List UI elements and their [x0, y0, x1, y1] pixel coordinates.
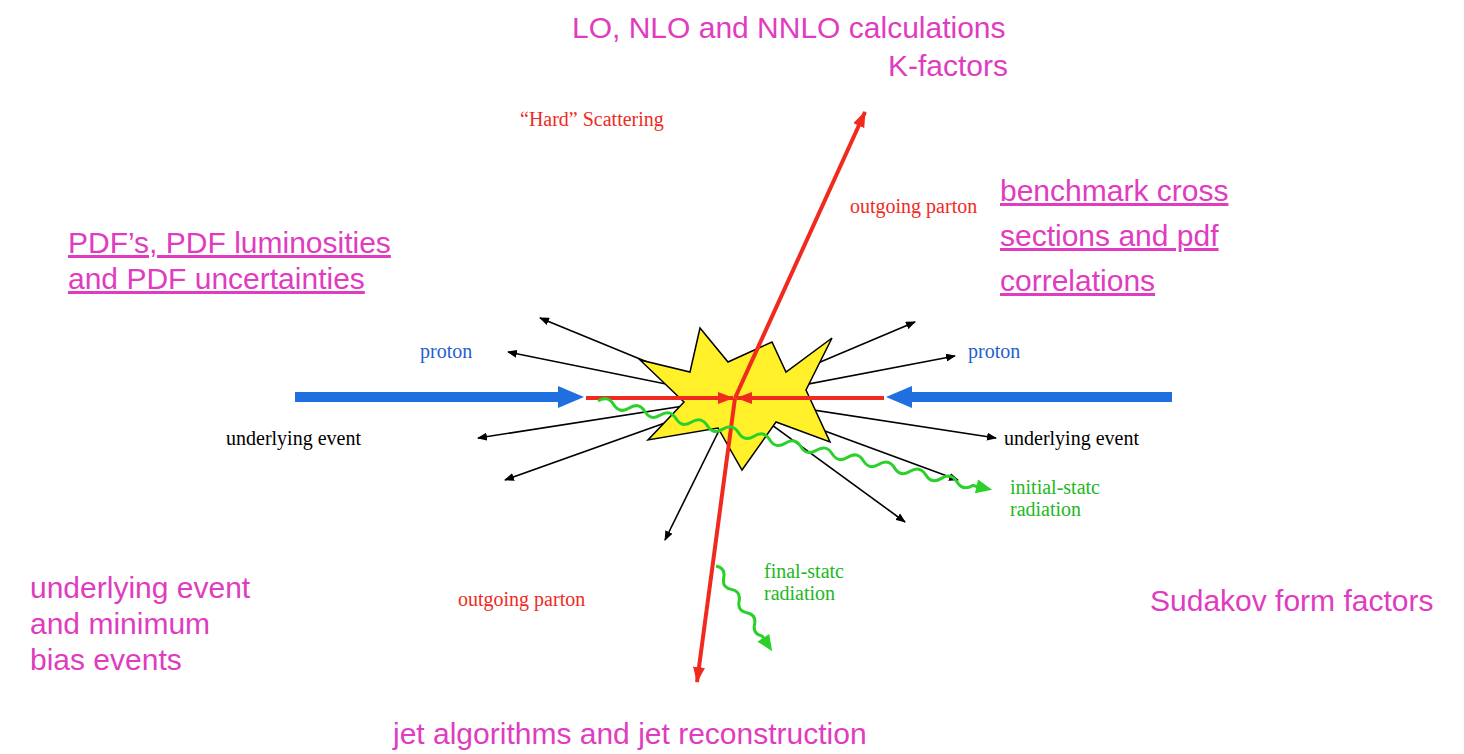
initial-state-radiation [596, 394, 993, 496]
topic-label: underlying event and minimum bias events [30, 570, 265, 678]
outgoing-parton [735, 112, 865, 398]
hard-scattering-label: “Hard” Scattering [520, 108, 664, 130]
proton-beam [295, 392, 562, 402]
proton-label: proton [420, 340, 472, 362]
parton-lines [586, 112, 884, 682]
radiation-arrowhead [757, 634, 777, 655]
topic-label: jet algorithms and jet reconstruction [393, 716, 867, 752]
proton-beam [908, 392, 1172, 402]
wavy-line [597, 397, 979, 491]
topic-link: PDF’s, PDF luminosities and PDF uncertai… [68, 225, 408, 297]
parton-label: outgoing parton [458, 588, 585, 610]
underlying-event-label: underlying event [226, 427, 361, 449]
proton-label: proton [968, 340, 1020, 362]
wavy-line [713, 564, 767, 641]
parton-label: outgoing parton [850, 195, 977, 217]
outgoing-parton [697, 398, 735, 682]
topic-label: K-factors [888, 48, 1008, 84]
underlying-event-label: underlying event [1004, 427, 1139, 449]
topic-link: benchmark cross sections and pdf correla… [1000, 168, 1240, 303]
underlying-event-arrows [478, 318, 996, 540]
proton-arrowhead [558, 386, 584, 408]
radiation-label: final-statc radiation [764, 560, 864, 604]
radiation-label: initial-statc radiation [1010, 476, 1125, 520]
proton-arrowhead [886, 386, 912, 408]
topic-label: Sudakov form factors [1150, 583, 1433, 619]
radiation-arrowhead [975, 479, 994, 496]
incoming-parton [737, 396, 884, 400]
topic-label: LO, NLO and NNLO calculations [572, 10, 1006, 46]
